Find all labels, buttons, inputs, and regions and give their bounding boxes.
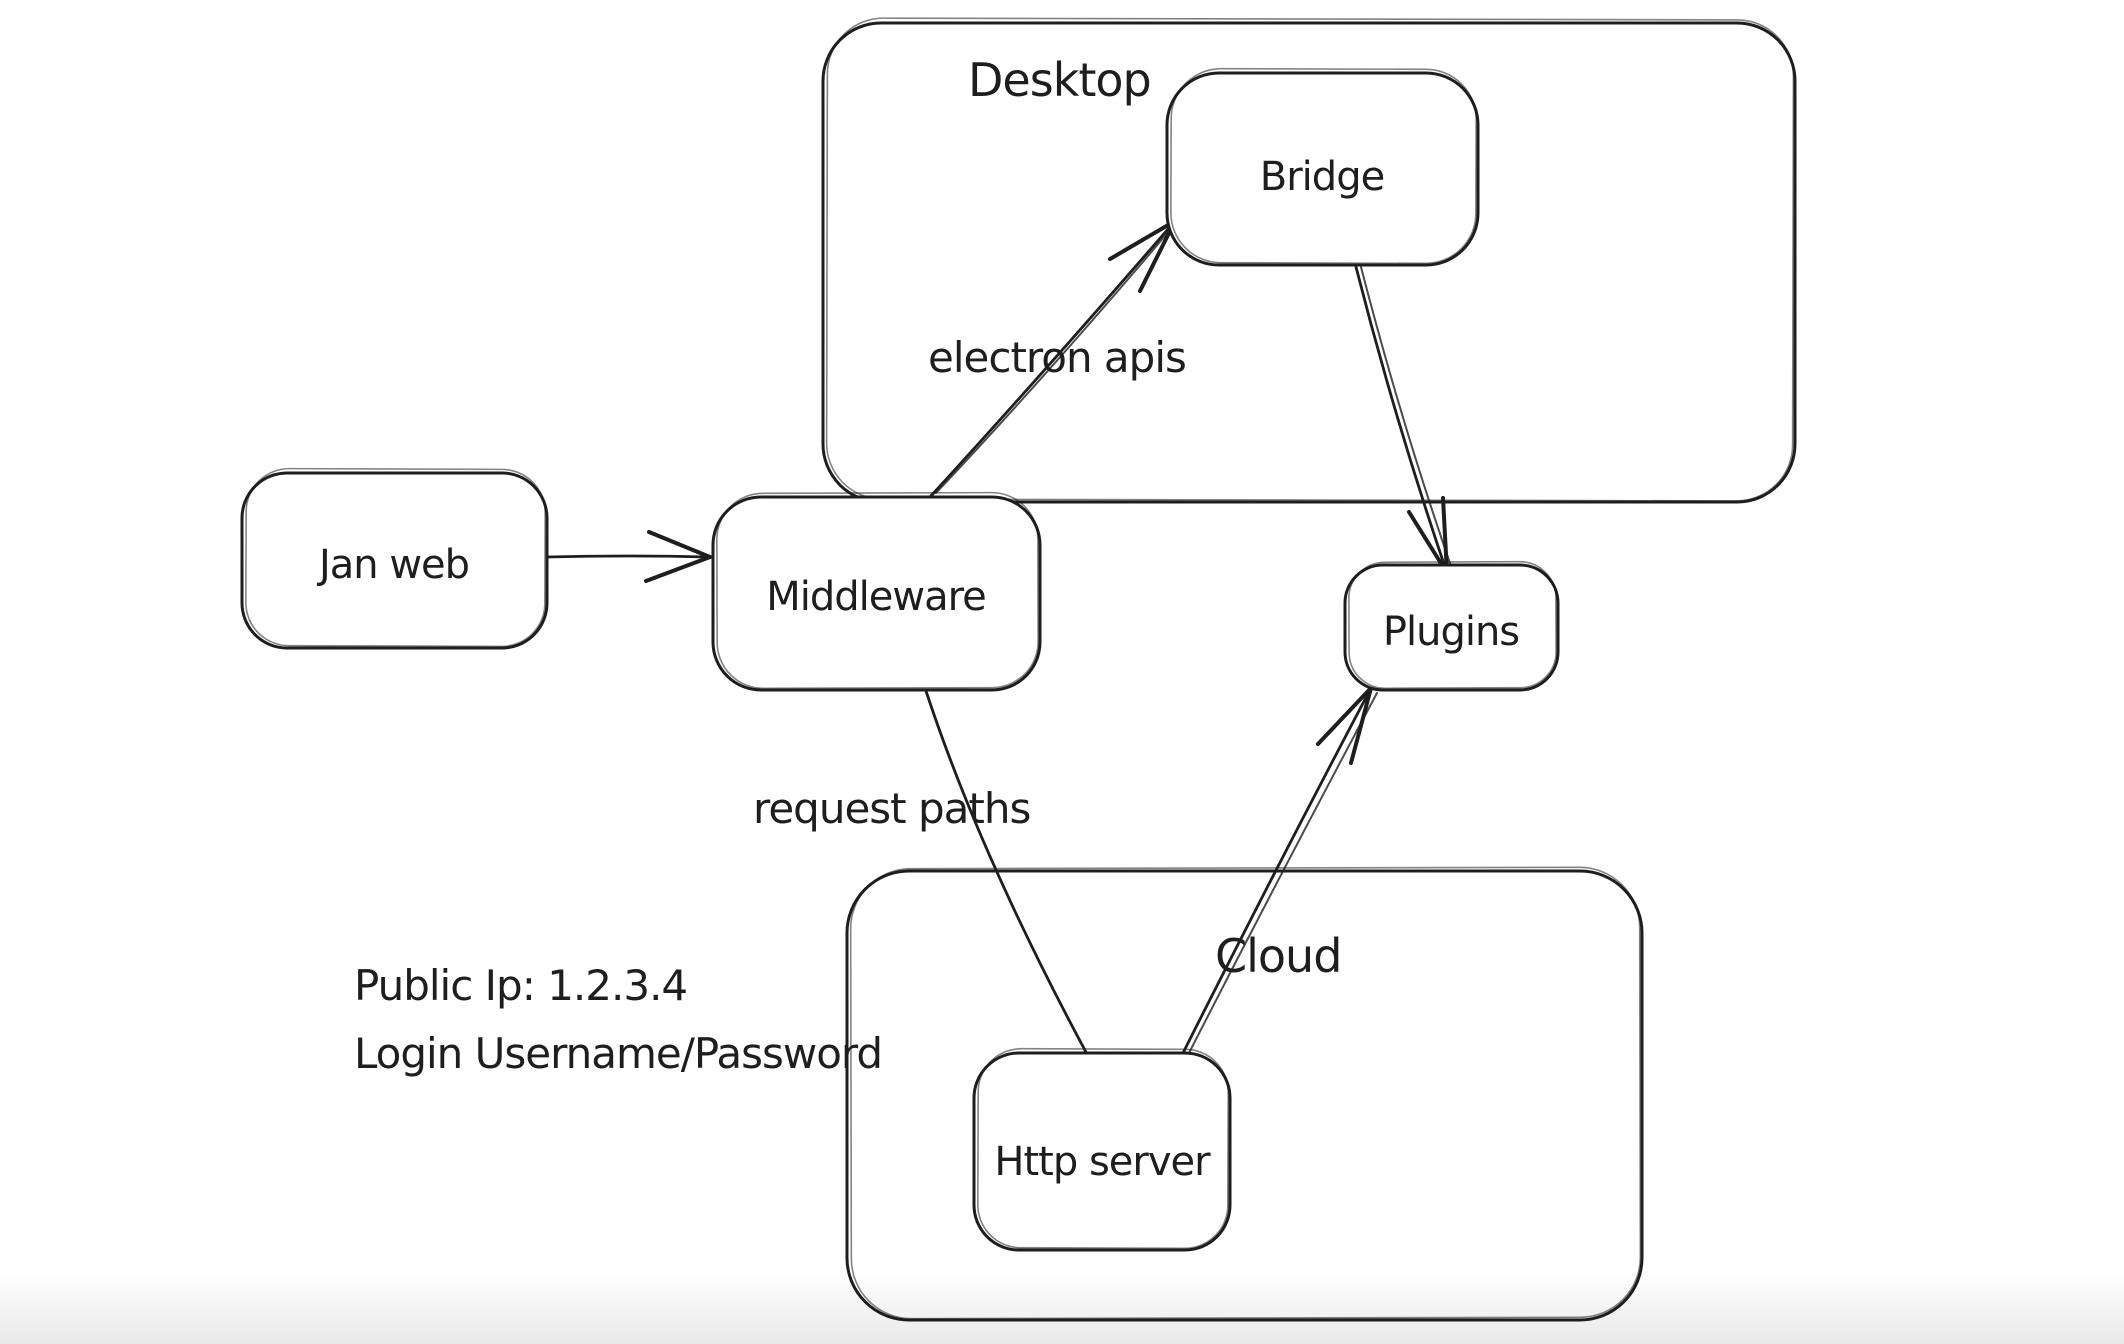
node-middleware-sketch-stroke — [716, 491, 1039, 690]
annotation-login[interactable]: Login Username/Password — [354, 1029, 883, 1078]
node-http-server-rect[interactable] — [972, 1051, 1232, 1252]
edge-janweb-middleware-line[interactable] — [545, 554, 710, 559]
node-bridge-label[interactable]: Bridge — [1260, 154, 1385, 200]
edge-janweb-middleware[interactable] — [545, 530, 712, 583]
edge-middleware-httpserver[interactable] — [924, 689, 1089, 1056]
node-middleware[interactable]: Middleware — [711, 491, 1042, 692]
node-plugins[interactable]: Plugins — [1343, 560, 1560, 692]
node-middleware-label[interactable]: Middleware — [766, 574, 987, 620]
edge-label-request-paths[interactable]: request paths — [753, 784, 1031, 833]
node-jan-web[interactable]: Jan web — [240, 467, 549, 650]
container-desktop-sketch-stroke — [825, 17, 1795, 502]
container-cloud-sketch-stroke — [849, 866, 1642, 1320]
node-plugins-rect[interactable] — [1343, 563, 1560, 692]
node-http-server-label[interactable]: Http server — [994, 1139, 1212, 1185]
node-http-server[interactable]: Http server — [972, 1047, 1232, 1252]
edge-httpserver-plugins-arrowhead — [1316, 686, 1373, 765]
edge-httpserver-plugins-line[interactable] — [1181, 686, 1373, 1055]
container-cloud-label[interactable]: Cloud — [1215, 929, 1342, 983]
node-bridge-sketch-stroke — [1170, 67, 1477, 265]
node-middleware-rect[interactable] — [711, 495, 1042, 692]
node-plugins-sketch-stroke — [1348, 560, 1557, 690]
edge-httpserver-plugins[interactable] — [1181, 686, 1378, 1055]
edge-bridge-plugins-sketch-stroke — [1360, 266, 1453, 570]
node-jan-web-sketch-stroke — [245, 467, 546, 648]
edge-middleware-bridge[interactable] — [928, 219, 1177, 499]
node-bridge[interactable]: Bridge — [1165, 67, 1480, 267]
edge-middleware-httpserver-line[interactable] — [924, 689, 1089, 1056]
edge-bridge-plugins-line[interactable] — [1354, 265, 1449, 575]
edge-httpserver-plugins-sketch-stroke — [1188, 692, 1378, 1054]
edge-middleware-bridge-sketch-stroke — [935, 229, 1171, 494]
edge-middleware-bridge-line[interactable] — [928, 219, 1177, 499]
annotation-credentials[interactable]: Public Ip: 1.2.3.4 Login Username/Passwo… — [354, 961, 883, 1078]
container-desktop-label[interactable]: Desktop — [968, 53, 1152, 107]
container-cloud[interactable]: Cloud — [845, 866, 1644, 1322]
edge-janweb-middleware-arrowhead — [644, 530, 712, 583]
annotation-public-ip[interactable]: Public Ip: 1.2.3.4 — [354, 961, 688, 1010]
node-jan-web-rect[interactable] — [240, 471, 549, 650]
node-plugins-label[interactable]: Plugins — [1383, 609, 1520, 655]
node-http-server-sketch-stroke — [977, 1047, 1230, 1250]
node-jan-web-label[interactable]: Jan web — [316, 542, 470, 588]
node-bridge-rect[interactable] — [1165, 71, 1480, 267]
edge-label-electron-apis[interactable]: electron apis — [928, 333, 1187, 382]
